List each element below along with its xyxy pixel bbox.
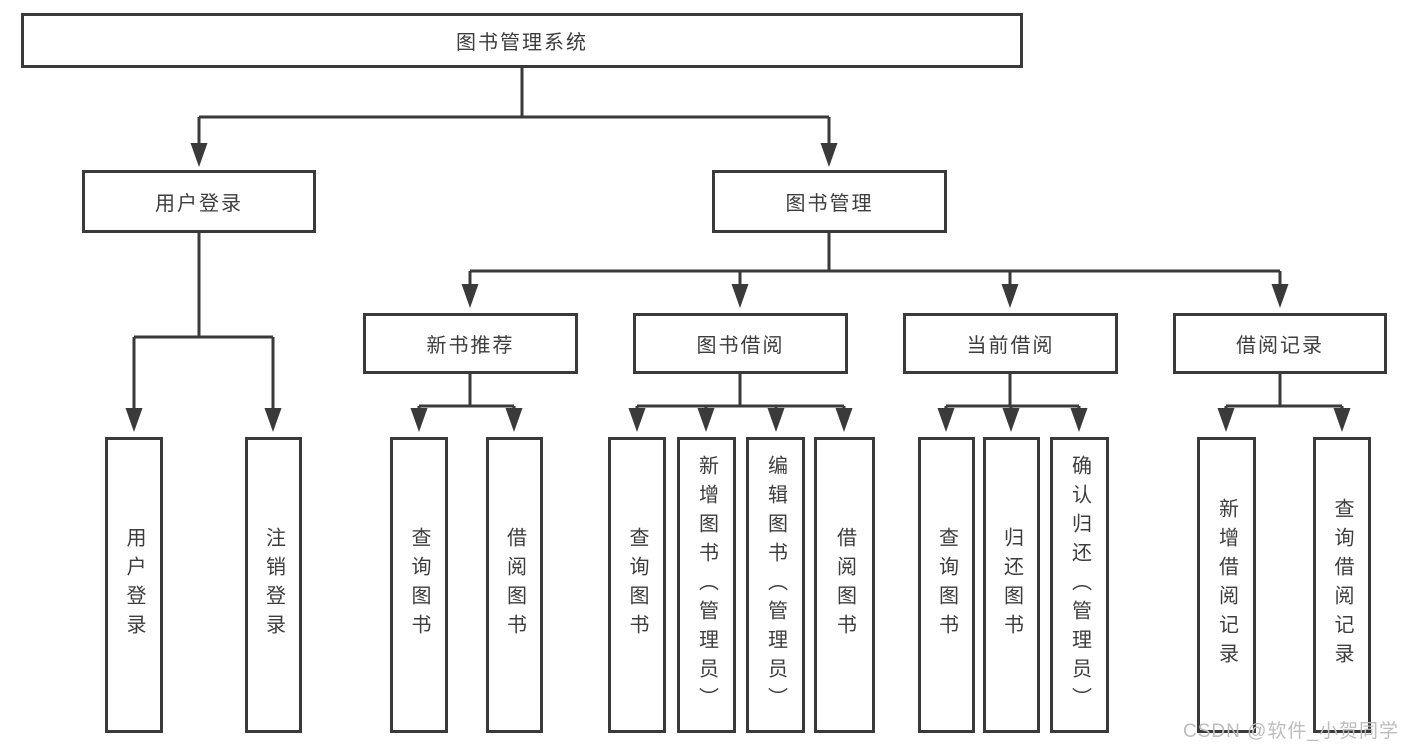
leaf-query-borrow-record: 查询借阅记录 (1313, 437, 1371, 733)
node-borrow-records: 借阅记录 (1173, 313, 1387, 374)
leaf-confirm-return-admin-label: 确认归还（管理员） (1068, 454, 1091, 716)
leaf-return-book-label: 归还图书 (1000, 527, 1023, 643)
leaf-borrow-books-recommend: 借阅图书 (486, 437, 543, 733)
leaf-query-books-borrow-label: 查询图书 (626, 527, 648, 643)
leaf-confirm-return-admin: 确认归还（管理员） (1050, 437, 1109, 733)
leaf-add-borrow-record-label: 新增借阅记录 (1215, 498, 1238, 672)
leaf-user-login-label: 用户登录 (123, 527, 145, 643)
node-borrow-records-label: 借阅记录 (1236, 335, 1324, 357)
node-current-borrowing: 当前借阅 (903, 313, 1118, 374)
leaf-edit-book-admin-label: 编辑图书（管理员） (764, 454, 787, 716)
watermark: CSDN @软件_小贺同学 (1183, 721, 1399, 742)
node-user-login-label: 用户登录 (155, 193, 243, 215)
leaf-query-books-recommend-label: 查询图书 (408, 527, 430, 643)
node-book-borrowing-label: 图书借阅 (696, 335, 785, 357)
leaf-edit-book-admin: 编辑图书（管理员） (746, 437, 805, 733)
leaf-query-books-current-label: 查询图书 (935, 527, 958, 643)
node-user-login: 用户登录 (82, 170, 316, 233)
leaf-query-borrow-record-label: 查询借阅记录 (1331, 498, 1353, 672)
leaf-borrow-books-recommend-label: 借阅图书 (503, 527, 526, 643)
leaf-logout: 注销登录 (245, 437, 302, 733)
leaf-borrow-books: 借阅图书 (814, 437, 875, 733)
node-root: 图书管理系统 (21, 13, 1023, 68)
leaf-query-books-current: 查询图书 (918, 437, 975, 733)
node-book-management: 图书管理 (712, 170, 947, 233)
leaf-borrow-books-label: 借阅图书 (833, 527, 856, 643)
leaf-query-books-recommend: 查询图书 (390, 437, 448, 733)
arrowheads (125, 143, 1351, 432)
node-book-management-label: 图书管理 (785, 193, 874, 215)
leaf-add-book-admin: 新增图书（管理员） (677, 437, 736, 733)
leaf-add-book-admin-label: 新增图书（管理员） (695, 454, 718, 716)
leaf-logout-label: 注销登录 (262, 527, 285, 643)
leaf-add-borrow-record: 新增借阅记录 (1197, 437, 1256, 733)
node-current-borrowing-label: 当前借阅 (966, 335, 1055, 357)
node-new-book-recommend-label: 新书推荐 (426, 335, 515, 357)
leaf-return-book: 归还图书 (983, 437, 1040, 733)
node-root-label: 图书管理系统 (456, 32, 588, 54)
node-new-book-recommend: 新书推荐 (363, 313, 578, 374)
node-book-borrowing: 图书借阅 (633, 313, 848, 374)
leaf-query-books-borrow: 查询图书 (608, 437, 666, 733)
leaf-user-login: 用户登录 (105, 437, 163, 733)
